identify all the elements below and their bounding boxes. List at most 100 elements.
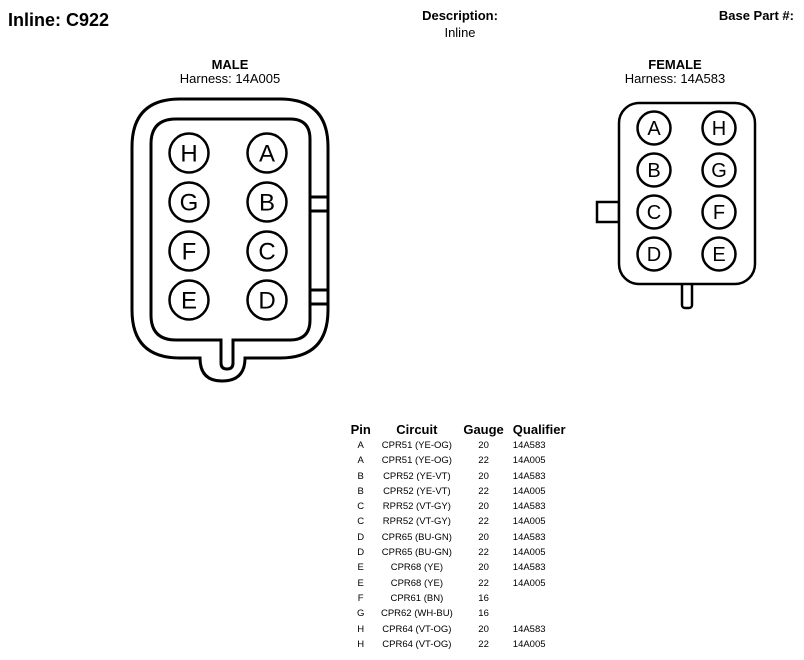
male-cavity-outline (246, 181, 288, 223)
gauge-cell: 22 (478, 455, 489, 467)
gauge-cell: 22 (478, 485, 489, 497)
female-cavity-label: G (711, 160, 727, 182)
gauge-cell: 20 (478, 440, 489, 451)
qualifier-cell: 14A005 (512, 516, 546, 528)
gauge-cell: 22 (478, 516, 489, 528)
male-cavity: C (246, 230, 288, 272)
female-cavity-outline (701, 152, 737, 188)
female-side-tab (595, 200, 621, 224)
gauge-cell: 16 (478, 608, 489, 620)
gauge-cell: 20 (478, 501, 489, 513)
female-cavity: B (636, 152, 672, 188)
female-cavity-label: H (712, 118, 726, 140)
female-cavity: C (636, 194, 672, 230)
qualifier-cell (509, 591, 572, 606)
description-label: Description: (422, 8, 498, 23)
circuit-cell: CPR68 (YE) (390, 577, 443, 589)
qualifier-column-header: Qualifier (512, 421, 566, 437)
circuit-cell: CPR51 (YE-OG) (381, 455, 452, 467)
male-cavity-outline (168, 279, 210, 321)
male-cavity-label: D (258, 288, 275, 315)
male-cavity-label: E (181, 288, 197, 315)
male-outer-shell (130, 97, 330, 383)
pin-column-header: Pin (350, 421, 371, 437)
female-cavity-outline (636, 110, 672, 146)
qualifier-cell: 14A583 (512, 623, 546, 635)
circuit-cell: CPR65 (BU-GN) (381, 531, 452, 543)
qualifier-cell: 14A005 (512, 638, 546, 650)
male-cavity-outline (246, 230, 288, 272)
male-cavity-label: A (259, 141, 275, 168)
female-connector-name: FEMALE (648, 57, 702, 72)
gauge-cell: 22 (478, 638, 489, 650)
qualifier-cell: 14A005 (512, 455, 546, 467)
gauge-cell: 22 (478, 577, 489, 589)
female-cavity-label: C (647, 202, 661, 224)
qualifier-cell: 14A005 (512, 547, 546, 559)
pin-cell: D (357, 531, 365, 543)
gauge-column-header: Gauge (463, 421, 504, 437)
female-cavity-outline (701, 194, 737, 230)
pin-cell: B (357, 470, 364, 482)
male-cavity-outline (168, 230, 210, 272)
female-cavity-label: B (647, 160, 660, 182)
female-cavity-outline (636, 152, 672, 188)
circuit-cell: CPR65 (BU-GN) (381, 547, 452, 559)
gauge-cell: 22 (478, 547, 489, 559)
male-cavity-label: G (180, 190, 199, 217)
female-cavity: A (636, 110, 672, 146)
female-cavity-outline (636, 236, 672, 272)
circuit-cell: CPR64 (VT-OG) (382, 623, 452, 635)
male-cavity-label: H (180, 141, 197, 168)
circuit-cell: RPR52 (VT-GY) (382, 501, 451, 513)
male-cavity-outline (246, 279, 288, 321)
gauge-cell: 20 (478, 531, 489, 543)
circuit-cell: CPR62 (WH-BU) (380, 608, 453, 620)
gauge-cell: 20 (478, 470, 489, 482)
male-cavity-label: B (259, 190, 275, 217)
male-inner-shell (149, 117, 312, 371)
qualifier-cell (509, 606, 572, 621)
female-cavity-outline (701, 110, 737, 146)
male-latch-upper (308, 195, 330, 213)
female-cavity: E (701, 236, 737, 272)
circuit-cell: CPR64 (VT-OG) (382, 638, 452, 650)
pin-cell: E (357, 562, 364, 574)
pin-cell: E (357, 577, 364, 589)
female-cavity: G (701, 152, 737, 188)
pin-cell: C (357, 516, 365, 528)
pin-cell: C (357, 501, 365, 513)
male-connector-name: MALE (211, 57, 249, 72)
qualifier-cell: 14A005 (512, 577, 546, 589)
male-cavity: G (168, 181, 210, 223)
pin-cell: A (357, 455, 364, 467)
pin-cell: H (357, 623, 365, 635)
male-cavity-outline (168, 132, 210, 174)
table-row: A CPR51 (YE-OG) 22 14A005 (346, 453, 572, 468)
male-cavity: F (168, 230, 210, 272)
qualifier-cell: 14A583 (512, 501, 546, 513)
male-connector-body (130, 97, 330, 383)
table-row: C RPR52 (VT-GY) 20 14A583 (346, 499, 572, 514)
male-cavity: E (168, 279, 210, 321)
male-cavity: B (246, 181, 288, 223)
qualifier-cell: 14A583 (512, 562, 546, 574)
female-cavity: H (701, 110, 737, 146)
female-cavity-label: E (712, 244, 725, 266)
description-value: Inline (444, 25, 476, 40)
gauge-cell: 16 (478, 592, 489, 604)
base-part-label: Base Part #: (718, 8, 794, 23)
table-row: E CPR68 (YE) 22 14A005 (346, 576, 572, 591)
qualifier-cell: 14A583 (512, 470, 546, 482)
circuit-cell: RPR52 (VT-GY) (382, 516, 451, 528)
qualifier-cell: 14A005 (512, 485, 546, 497)
